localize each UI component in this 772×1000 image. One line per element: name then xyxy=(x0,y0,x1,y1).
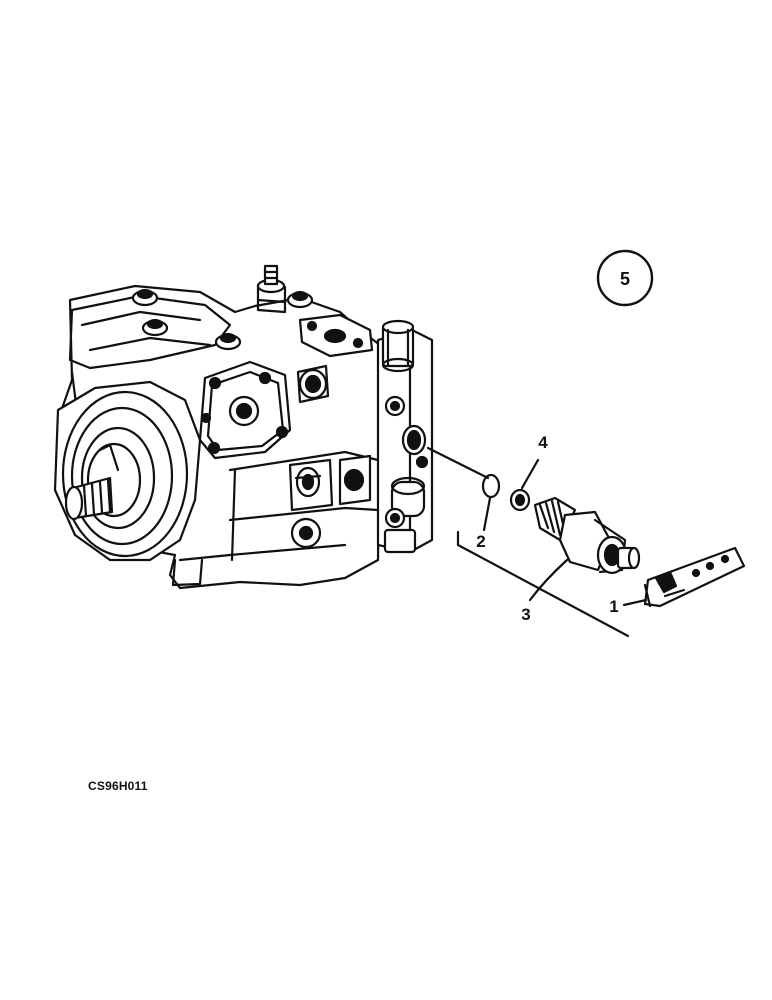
callout-3: 3 xyxy=(521,605,530,624)
group-number: 5 xyxy=(620,269,630,289)
callout-1: 1 xyxy=(609,597,618,616)
callout-leader-4 xyxy=(520,458,540,490)
callout-leader-2 xyxy=(482,496,492,532)
image-code-label: CS96H011 xyxy=(88,779,148,793)
group-number-circle xyxy=(596,249,654,307)
seal-ring-part xyxy=(509,488,531,512)
callout-2: 2 xyxy=(476,532,485,551)
o-ring-part xyxy=(481,473,501,499)
relief-valve-part xyxy=(533,496,641,575)
group-bracket-line xyxy=(456,530,630,638)
bracket-part xyxy=(643,546,746,608)
explode-line xyxy=(426,446,490,480)
callout-leader-3 xyxy=(528,558,569,602)
callout-4: 4 xyxy=(538,433,548,452)
callout-leader-1 xyxy=(622,598,648,607)
hydraulic-pump-drawing xyxy=(53,264,434,590)
